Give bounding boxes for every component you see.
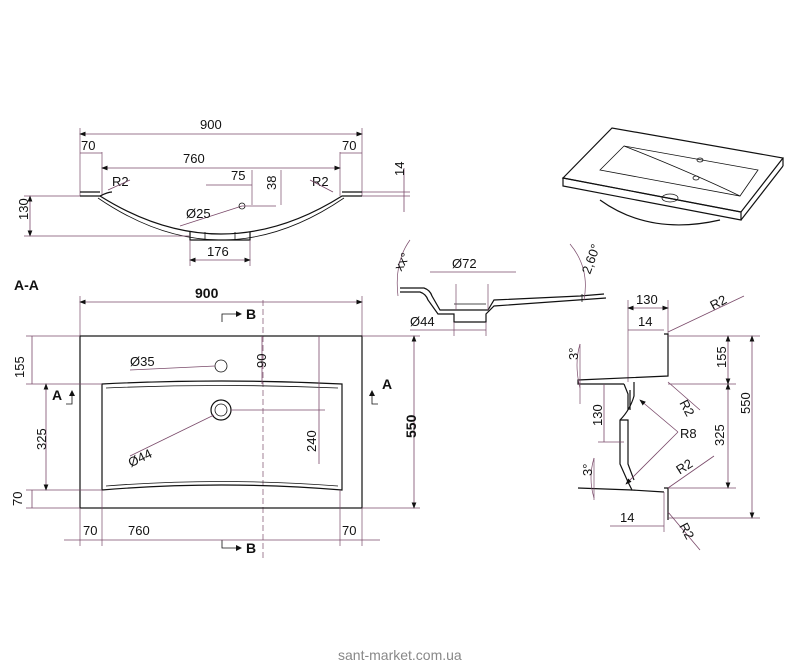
profile-depth-130: 130 bbox=[16, 198, 31, 220]
plan-depth-550: 550 bbox=[403, 414, 419, 438]
profile-right-70: 70 bbox=[342, 138, 356, 153]
side-r8: R8 bbox=[680, 426, 697, 441]
profile-rim-14: 14 bbox=[392, 162, 407, 176]
profile-r2-right: R2 bbox=[312, 174, 329, 189]
plan-view: 900 B B Ø35 90 Ø44 240 A A bbox=[10, 285, 420, 560]
section-label: A-A bbox=[14, 277, 39, 293]
side-dim-155: 155 bbox=[714, 346, 729, 368]
plan-left-155: 155 bbox=[12, 356, 27, 378]
detail-angle-right: 2,60° bbox=[579, 242, 604, 276]
side-depth-130: 130 bbox=[590, 404, 605, 426]
side-section-view: 130 R2 14 3° 155 550 325 130 R2 bbox=[566, 292, 760, 551]
plan-left-325: 325 bbox=[34, 428, 49, 450]
plan-bottom-70-right: 70 bbox=[342, 523, 356, 538]
side-dim-550: 550 bbox=[738, 392, 753, 414]
profile-r2-left: R2 bbox=[112, 174, 129, 189]
plan-bottom-760: 760 bbox=[128, 523, 150, 538]
plan-drain-240: 240 bbox=[304, 430, 319, 452]
side-top-130: 130 bbox=[636, 292, 658, 307]
plan-tap-35: Ø35 bbox=[130, 354, 155, 369]
side-angle-top: 3° bbox=[566, 348, 581, 360]
side-r2-bottom: R2 bbox=[676, 520, 697, 542]
section-marker-a-right: A bbox=[382, 376, 392, 392]
watermark: sant-market.com.ua bbox=[338, 647, 462, 663]
detail-angle-left: xx° bbox=[391, 250, 413, 273]
profile-left-70: 70 bbox=[81, 138, 95, 153]
profile-dim-75: 75 bbox=[231, 168, 245, 183]
side-r2-lower: R2 bbox=[673, 456, 695, 478]
profile-drain-25: Ø25 bbox=[186, 206, 211, 221]
section-marker-a-left: A bbox=[52, 387, 62, 403]
plan-width-900: 900 bbox=[195, 285, 219, 301]
profile-bottom-176: 176 bbox=[207, 244, 229, 259]
plan-drain-44: Ø44 bbox=[126, 446, 155, 470]
side-rim-14: 14 bbox=[638, 314, 652, 329]
section-marker-b-top: B bbox=[246, 306, 256, 322]
side-dim-325: 325 bbox=[712, 424, 727, 446]
profile-view: 900 70 70 760 R2 R2 75 38 Ø25 bbox=[16, 117, 410, 266]
section-marker-b-bottom: B bbox=[246, 540, 256, 556]
detail-diameter-72: Ø72 bbox=[452, 256, 477, 271]
profile-inner-760: 760 bbox=[183, 151, 205, 166]
side-angle-bottom: 3° bbox=[580, 464, 595, 476]
side-r2-mid: R2 bbox=[677, 397, 698, 419]
drain-section-detail: Ø72 Ø44 xx° 2,60° bbox=[391, 239, 607, 336]
profile-width-900: 900 bbox=[200, 117, 222, 132]
perspective-view bbox=[561, 127, 785, 226]
plan-bottom-70-left: 70 bbox=[83, 523, 97, 538]
plan-left-70: 70 bbox=[10, 492, 25, 506]
side-bottom-14: 14 bbox=[620, 510, 634, 525]
profile-dim-38: 38 bbox=[264, 176, 279, 190]
side-r2-top: R2 bbox=[707, 292, 729, 313]
plan-tap-90: 90 bbox=[254, 354, 269, 368]
detail-diameter-44: Ø44 bbox=[410, 314, 435, 329]
